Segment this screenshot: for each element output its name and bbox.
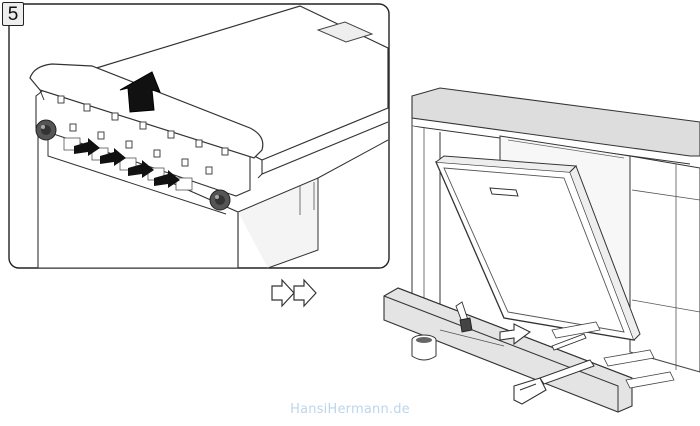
double-arrow-right-icon xyxy=(271,278,317,308)
watermark-text: HansiHermann.de xyxy=(290,402,410,417)
push-arrow-icon xyxy=(499,323,532,346)
pencil-icon xyxy=(551,333,587,351)
panel-remove-worktop xyxy=(8,3,390,269)
slide-arrows xyxy=(74,138,180,188)
right-cabinet xyxy=(629,155,700,373)
door-handle xyxy=(489,187,519,197)
dishwasher-side xyxy=(237,177,319,269)
saw-icon xyxy=(513,359,595,405)
rail-clips xyxy=(57,95,229,175)
step-number-badge: 5 xyxy=(2,2,24,26)
panel-fit-plinth xyxy=(383,87,700,413)
lift-arrow-icon xyxy=(119,71,161,113)
left-knob xyxy=(35,119,57,141)
measure-strips xyxy=(551,321,675,389)
brush-icon xyxy=(455,301,473,333)
lid-slot xyxy=(316,21,374,43)
right-knob xyxy=(209,189,231,211)
glue-pot-icon xyxy=(411,334,437,361)
